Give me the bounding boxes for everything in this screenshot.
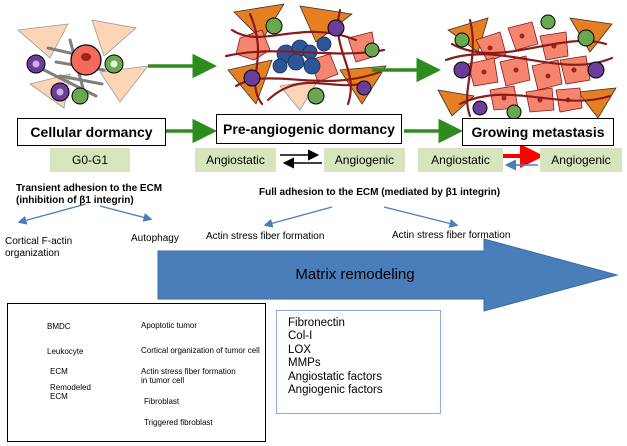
cortical-f-actin-line2: organization: [5, 248, 60, 259]
angiogenic-switch-arrows-active: [503, 144, 544, 171]
angiostatic-label-growing: Angiostatic: [431, 153, 490, 167]
legend-leukocyte-label: Leukocyte: [47, 347, 84, 356]
phase-g0-g1-label: G0-G1: [71, 153, 108, 167]
legend-bmdc-label: BMDC: [47, 322, 71, 331]
angiostatic-label-pre: Angiostatic: [206, 153, 265, 167]
angiogenic-label-pre: Angiogenic: [334, 153, 395, 167]
stage-growing-metastasis-label: Growing metastasis: [471, 124, 605, 140]
angiostatic-pill-growing: Angiostatic: [418, 148, 503, 172]
legend-apoptotic-label: Apoptotic tumor: [141, 321, 198, 330]
green-progression-arrows: [148, 53, 463, 144]
angiogenic-switch-arrows-balanced: [280, 149, 322, 169]
legend-cortical-label: Cortical organization of tumor cell: [141, 346, 260, 355]
angiogenic-pill-growing: Angiogenic: [540, 148, 622, 172]
full-adhesion-label: Full adhesion to the ECM (mediated by β1…: [259, 187, 501, 198]
angiostatic-pill-pre: Angiostatic: [195, 148, 276, 172]
transient-adhesion-note: Transient adhesion to the ECM (inhibitio…: [16, 183, 216, 207]
stage-growing-metastasis: Growing metastasis: [462, 118, 614, 146]
remodeling-factors-box: Fibronectin Col-I LOX MMPs Angiostatic f…: [276, 310, 441, 414]
pre-angiogenic-cell-cluster: [224, 3, 387, 111]
full-adhesion-note: Full adhesion to the ECM (mediated by β1…: [259, 187, 559, 199]
stage-cellular-dormancy: Cellular dormancy: [17, 118, 166, 146]
factor-item: Angiogenic factors: [288, 384, 383, 397]
stage-pre-angiogenic-dormancy: Pre-angiogenic dormancy: [216, 114, 402, 144]
legend-stress-fiber-label: Actin stress fiber formation in tumor ce…: [141, 367, 236, 385]
dormancy-cell-cluster: [17, 19, 149, 109]
stage-pre-angiogenic-label: Pre-angiogenic dormancy: [223, 121, 395, 137]
stress-fiber-note-left: Actin stress fiber formation: [206, 231, 324, 243]
factor-item: Col-I: [288, 330, 313, 343]
autophagy-note: Autophagy: [131, 233, 179, 245]
cortical-f-actin-line1: Cortical F-actin: [5, 236, 73, 247]
transient-adhesion-line2: (inhibition of β1 integrin): [16, 195, 134, 206]
legend-remodeled-ecm-label: Remodeled ECM: [50, 383, 91, 401]
growing-metastasis-cell-cluster: [437, 14, 617, 120]
factor-item: Fibronectin: [288, 317, 345, 329]
transient-adhesion-line1: Transient adhesion to the ECM: [16, 183, 163, 194]
legend-triggered-fibroblast-label: Triggered fibroblast: [144, 418, 213, 427]
stress-fiber-note-right: Actin stress fiber formation: [392, 230, 510, 242]
autophagy-label: Autophagy: [131, 233, 179, 244]
legend-fibroblast-label: Fibroblast: [144, 397, 180, 406]
stage-cellular-dormancy-label: Cellular dormancy: [30, 124, 153, 140]
stress-fiber-right-label: Actin stress fiber formation: [392, 230, 511, 241]
stress-fiber-left-label: Actin stress fiber formation: [206, 231, 325, 242]
phase-g0-g1-pill: G0-G1: [50, 148, 130, 172]
legend-remodeled-ecm-line1: Remodeled: [50, 383, 91, 392]
legend-box: [7, 303, 266, 442]
legend-stress-fiber-line2: in tumor cell: [141, 376, 185, 385]
factor-item: MMPs: [288, 357, 321, 370]
matrix-remodeling-arrow: [157, 238, 619, 312]
adhesion-outcome-arrows: [17, 203, 459, 228]
factor-item: LOX: [288, 343, 312, 356]
legend-ecm-label: ECM: [50, 367, 68, 376]
cortical-f-actin-note: Cortical F-actin organization: [5, 236, 115, 260]
matrix-remodeling-label: Matrix remodeling: [295, 266, 415, 283]
angiogenic-pill-pre: Angiogenic: [324, 148, 405, 172]
legend-stress-fiber-line1: Actin stress fiber formation: [141, 367, 236, 376]
legend-remodeled-ecm-line2: ECM: [50, 392, 68, 401]
factor-item: Angiostatic factors: [288, 370, 382, 383]
angiogenic-label-growing: Angiogenic: [551, 153, 611, 167]
